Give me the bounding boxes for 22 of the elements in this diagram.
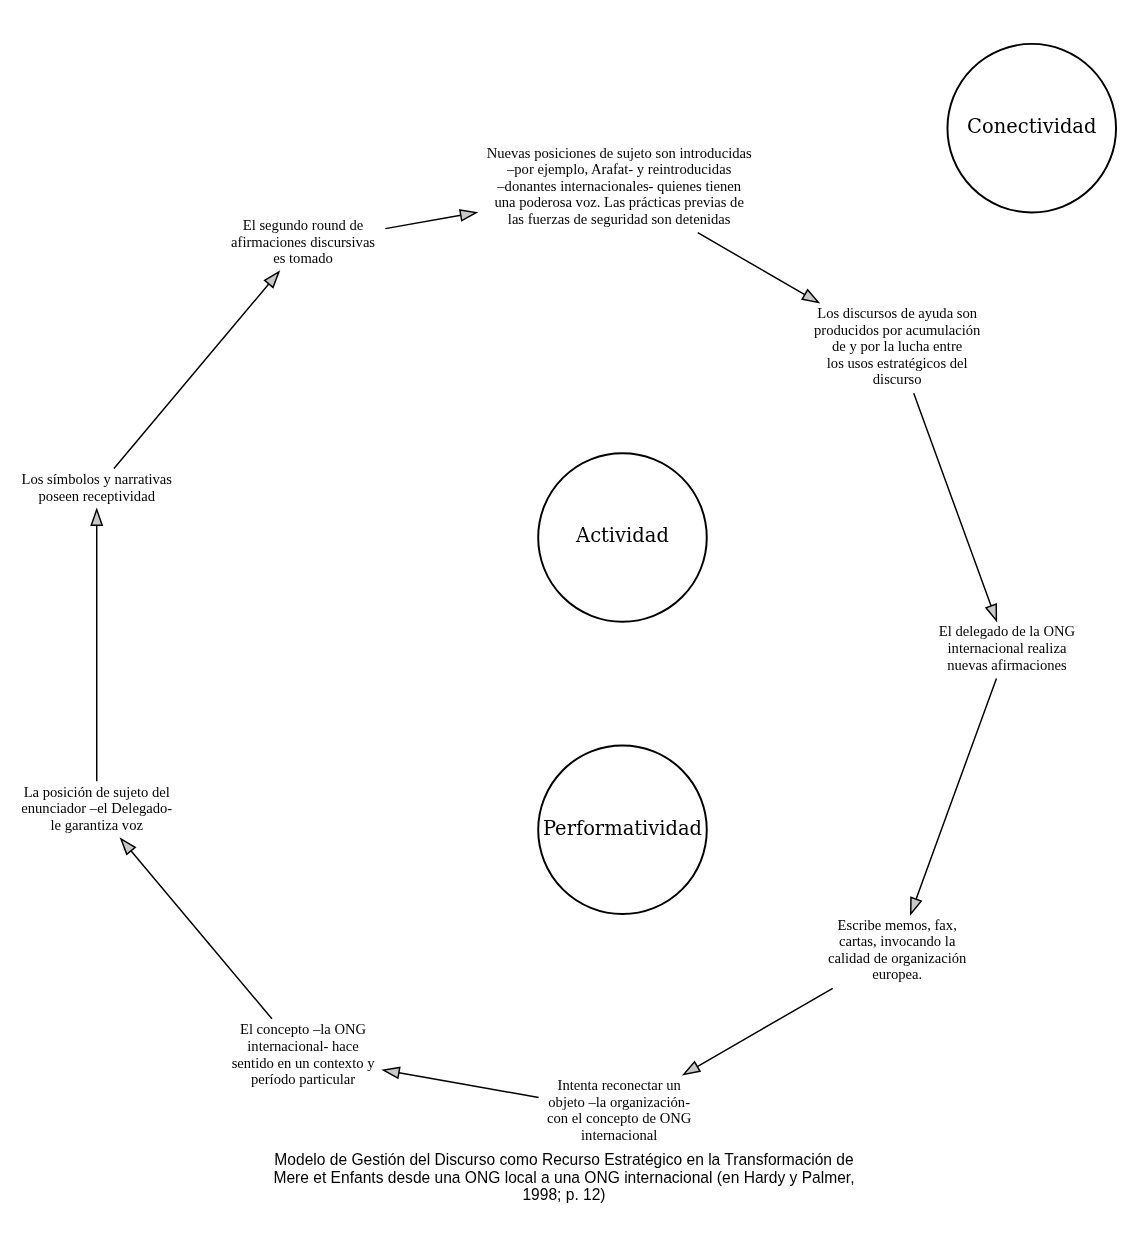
- node-text: Los discursos de ayuda son producidos por acumulación de y por la lucha entre los usos estratégicos del discurso: [814, 304, 981, 387]
- node-text: La posición de sujeto del enunciador –el Delegado- le garantiza voz: [21, 783, 173, 833]
- node-text: Los símbolos y narrativas poseen receptividad: [21, 470, 173, 504]
- node-text: Nuevas posiciones de sujeto son introducidas –por ejemplo, Arafat- y reintroducidas –donantes internacionales- quienes tienen una poderosa voz. Las prácticas previas de las fuerzas de seguridad son detenidas: [486, 144, 752, 227]
- node-text: Escribe memos, fax, cartas, invocando la calidad de organización europea.: [827, 916, 967, 982]
- node-text: El segundo round de afirmaciones discursivas es tomado: [231, 216, 376, 266]
- node-circle: Conectividad: [946, 42, 1117, 213]
- arrow: [384, 208, 479, 229]
- arrow: [119, 836, 273, 1020]
- arrow: [697, 231, 821, 303]
- caption: Modelo de Gestión del Discurso como Recurso Estratégico en la Transformación de Mere et Enfants desde una ONG local a una ONG internacional (en Hardy y Palmer, 1998; p. 12): [273, 1150, 855, 1203]
- arrow: [381, 1066, 540, 1098]
- node-circle: Performatividad: [537, 744, 708, 915]
- node-circle: Actividad: [537, 451, 708, 623]
- node-text: Intenta reconectar un objeto –la organización- con el concepto de ONG internacional: [546, 1076, 692, 1143]
- arrow: [910, 677, 998, 916]
- arrow: [113, 269, 281, 469]
- arrow: [681, 987, 834, 1075]
- arrow: [90, 506, 104, 782]
- node-text: El concepto –la ONG internacional- hace sentido en un contexto y período particular: [231, 1020, 375, 1087]
- node-text: El delegado de la ONG internacional realiza nuevas afirmaciones: [938, 622, 1076, 672]
- arrow: [913, 392, 998, 623]
